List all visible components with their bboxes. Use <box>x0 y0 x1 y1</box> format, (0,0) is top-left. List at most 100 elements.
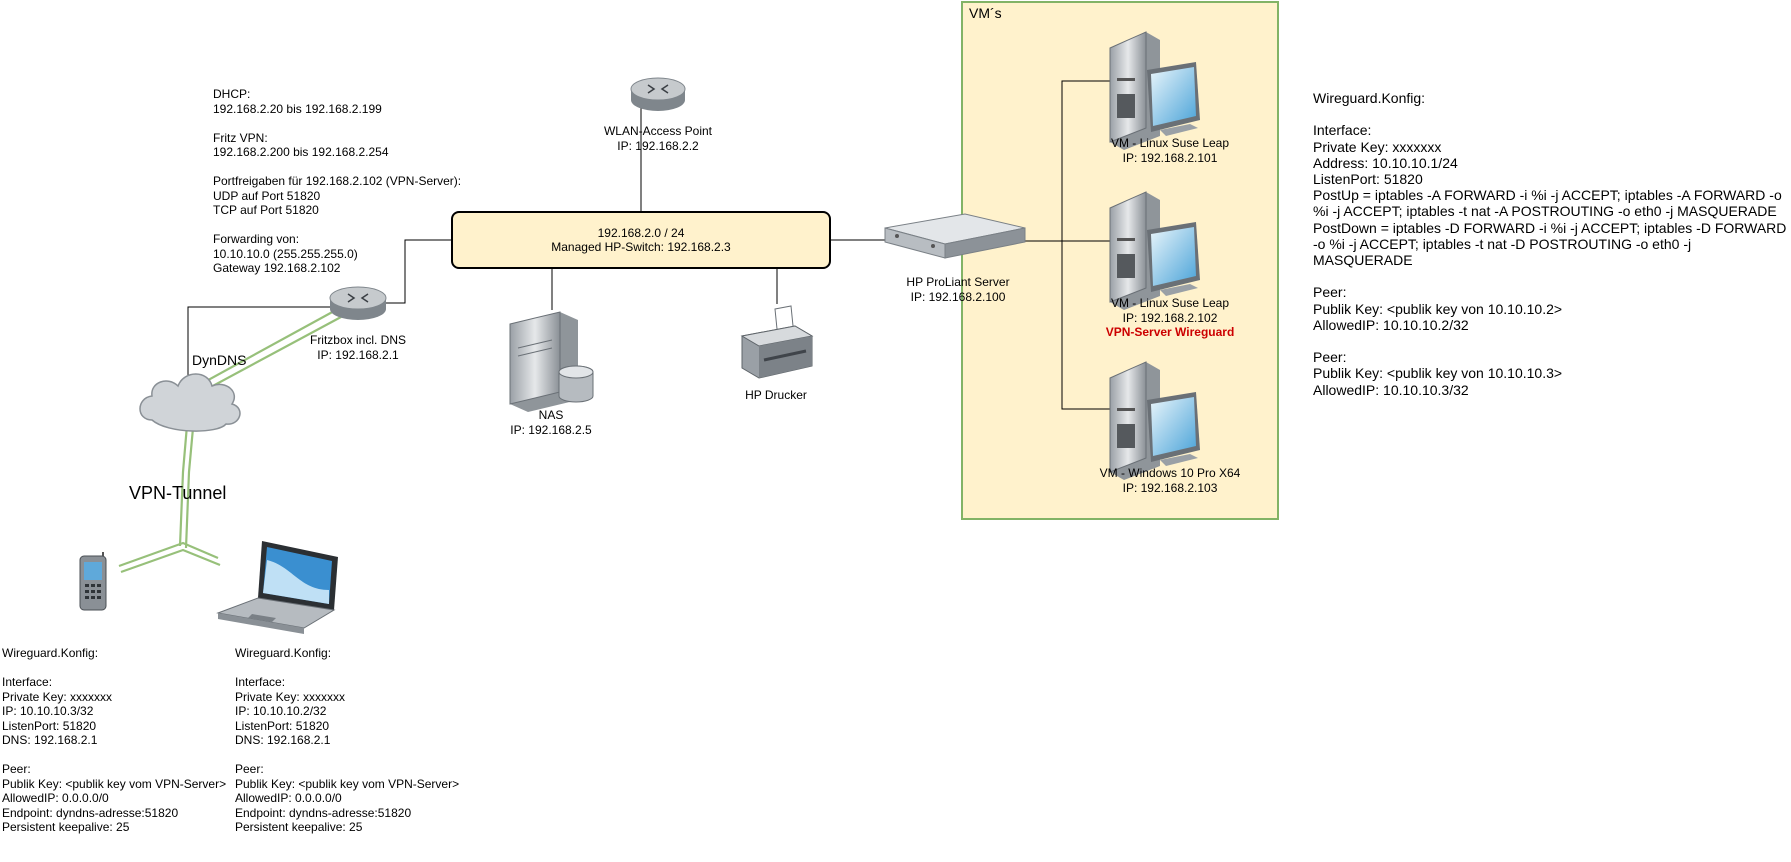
managed-switch: 192.168.2.0 / 24 Managed HP-Switch: 192.… <box>451 211 831 269</box>
vm-group-title: VM´s <box>969 5 1002 21</box>
config-line <box>2 661 226 676</box>
config-line: Private Key: xxxxxxx <box>2 689 113 704</box>
router-icon <box>329 286 387 320</box>
link-fritzbox-cloud <box>187 306 332 385</box>
vm3-ip: IP: 192.168.2.103 <box>1122 480 1218 495</box>
config-line: Private Key: xxxxxxx <box>235 689 346 704</box>
config-line <box>1313 268 1786 284</box>
config-line: Publik Key: <publik key vom VPN-Server> <box>235 776 460 791</box>
info-line <box>213 160 461 175</box>
laptop-icon <box>216 541 338 634</box>
config-line: IP: 10.10.10.3/32 <box>2 704 94 718</box>
vm1-label: VM - Linux Suse Leap IP: 192.168.2.101 <box>1070 136 1270 165</box>
info-line: Fritz VPN: <box>213 130 268 145</box>
fritzbox-name: Fritzbox incl. DNS <box>309 333 407 347</box>
info-line: UDP auf Port 51820 <box>213 188 321 203</box>
info-line: Portfreigaben für 192.168.2.102 (VPN-Ser… <box>213 174 462 188</box>
vm1-ip: IP: 192.168.2.101 <box>1122 150 1218 165</box>
dhcp-info: DHCP: 192.168.2.20 bis 192.168.2.199 Fri… <box>213 87 461 276</box>
workstation-icon <box>1109 31 1200 150</box>
cloud-icon <box>139 373 241 432</box>
config-line: Private Key: xxxxxxx <box>1313 138 1442 155</box>
config-line: Peer: <box>1313 349 1347 366</box>
wlan-ap-label: WLAN-Access Point IP: 192.168.2.2 <box>598 124 718 153</box>
nas-name: NAS <box>538 408 564 422</box>
config-line: AllowedIP: 10.10.10.3/32 <box>1313 381 1469 398</box>
nas-ip: IP: 192.168.2.5 <box>510 422 592 437</box>
info-line: TCP auf Port 51820 <box>213 203 319 217</box>
config-line: ListenPort: 51820 <box>1313 171 1423 188</box>
server-ip: IP: 192.168.2.100 <box>910 289 1006 304</box>
wg-phone-config: Wireguard.Konfig: Interface: Private Key… <box>2 646 226 835</box>
config-line: Interface: <box>2 675 53 689</box>
vm2-name: VM - Linux Suse Leap <box>1110 296 1230 310</box>
config-line: MASQUERADE <box>1313 252 1413 269</box>
info-line: Gateway 192.168.2.102 <box>213 261 341 275</box>
info-line: Forwarding von: <box>213 232 300 246</box>
config-line: AllowedIP: 0.0.0.0/0 <box>2 791 109 805</box>
rack-server-icon <box>884 213 1026 259</box>
config-line: AllowedIP: 0.0.0.0/0 <box>235 791 342 805</box>
info-line: 10.10.10.0 (255.255.255.0) <box>213 246 358 261</box>
info-line: DHCP: <box>213 87 251 101</box>
config-line: Peer: <box>1313 284 1347 301</box>
config-line: ListenPort: 51820 <box>235 718 330 733</box>
config-line: DNS: 192.168.2.1 <box>2 733 98 747</box>
config-line: DNS: 192.168.2.1 <box>235 733 331 747</box>
connection-lines <box>187 80 1110 410</box>
config-line: IP: 10.10.10.2/32 <box>235 704 327 718</box>
vm3-label: VM - Windows 10 Pro X64 IP: 192.168.2.10… <box>1070 466 1270 495</box>
config-line <box>2 748 226 763</box>
fritzbox-ip: IP: 192.168.2.1 <box>317 347 399 362</box>
config-line: Address: 10.10.10.1/24 <box>1313 154 1458 171</box>
config-line <box>235 748 459 763</box>
config-line: AllowedIP: 10.10.10.2/32 <box>1313 316 1469 333</box>
info-line: 192.168.2.200 bis 192.168.2.254 <box>213 145 389 159</box>
config-line: PostUp = iptables -A FORWARD -i %i -j AC… <box>1313 187 1782 204</box>
vpn-tunnel-label: VPN-Tunnel <box>129 483 227 503</box>
mobile-phone-icon <box>79 552 107 611</box>
config-line: Wireguard.Konfig: <box>235 646 332 660</box>
printer-icon <box>740 305 814 379</box>
server-label: HP ProLiant Server IP: 192.168.2.100 <box>893 275 1023 304</box>
config-line: %i -j ACCEPT; iptables -t nat -A POSTROU… <box>1313 203 1777 220</box>
nas-label: NAS IP: 192.168.2.5 <box>491 408 611 437</box>
config-line: Wireguard.Konfig: <box>1313 90 1426 106</box>
info-line <box>213 218 461 233</box>
config-line: Peer: <box>235 762 264 776</box>
switch-name: Managed HP-Switch: 192.168.2.3 <box>551 240 731 254</box>
config-line: Interface: <box>1313 122 1372 139</box>
config-line: Persistent keepalive: 25 <box>2 820 130 834</box>
vm3-name: VM - Windows 10 Pro X64 <box>1099 466 1241 480</box>
config-line: Endpoint: dyndns-adresse:51820 <box>235 805 412 820</box>
vm2-label: VM - Linux Suse Leap IP: 192.168.2.102 V… <box>1070 296 1270 340</box>
server-name: HP ProLiant Server <box>906 275 1010 289</box>
config-line: PostDown = iptables -D FORWARD -i %i -j … <box>1313 219 1787 236</box>
info-line <box>213 116 461 131</box>
vm2-ip: IP: 192.168.2.102 <box>1122 310 1218 325</box>
link-switch-fritzbox <box>382 239 451 304</box>
wlan-ap-name: WLAN-Access Point <box>603 124 713 138</box>
config-line: -o %i -j ACCEPT; iptables -t nat -D POST… <box>1313 235 1692 252</box>
vm2-role: VPN-Server Wireguard <box>1105 325 1235 339</box>
config-line: Peer: <box>2 762 31 776</box>
config-line: Publik Key: <publik key von 10.10.10.2> <box>1313 300 1563 317</box>
wlan-ap-ip: IP: 192.168.2.2 <box>617 138 699 153</box>
workstation-icon <box>1109 191 1200 310</box>
switch-subnet: 192.168.2.0 / 24 <box>597 226 685 240</box>
info-line: 192.168.2.20 bis 192.168.2.199 <box>213 101 382 116</box>
vm1-name: VM - Linux Suse Leap <box>1110 136 1230 150</box>
nas-server-icon <box>509 311 594 412</box>
config-line: Publik Key: <publik key vom VPN-Server> <box>2 776 227 791</box>
config-line <box>235 661 459 676</box>
config-line: ListenPort: 51820 <box>2 718 97 733</box>
wg-laptop-config: Wireguard.Konfig: Interface: Private Key… <box>235 646 459 835</box>
config-line: Wireguard.Konfig: <box>2 646 99 660</box>
config-line: Publik Key: <publik key von 10.10.10.3> <box>1313 365 1563 382</box>
fritzbox-label: Fritzbox incl. DNS IP: 192.168.2.1 <box>298 333 418 362</box>
wg-server-config: Wireguard.Konfig: Interface: Private Key… <box>1313 90 1786 398</box>
config-line <box>1313 333 1786 349</box>
link-server-vms <box>1061 80 1110 410</box>
config-line: Persistent keepalive: 25 <box>235 820 363 834</box>
